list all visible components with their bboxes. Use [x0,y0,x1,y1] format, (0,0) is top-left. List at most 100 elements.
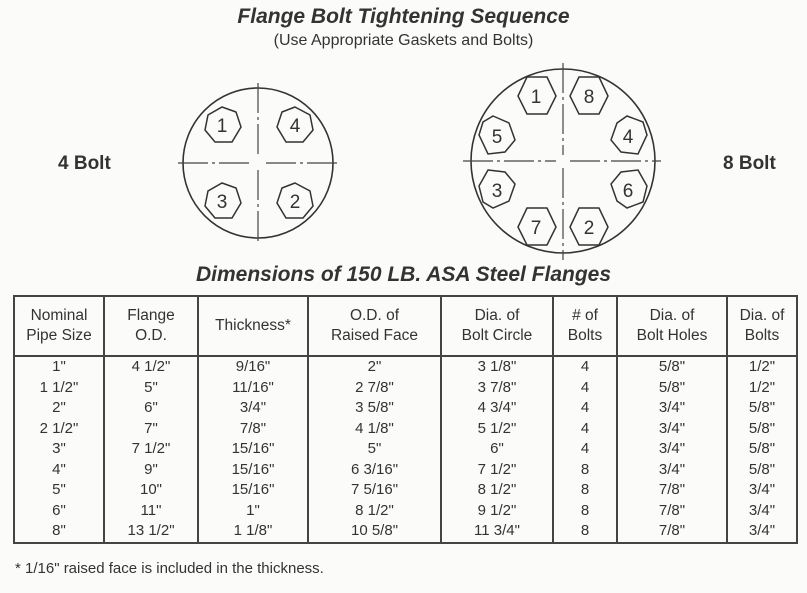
bolt-hex: 3 [204,182,242,219]
table-cell: 3 5/8" [307,398,442,419]
table-cell: 9" [103,459,199,480]
table-cell: 4 [552,398,618,419]
four-bolt-label: 4 Bolt [58,153,111,174]
table-cell: 10" [103,480,199,501]
svg-text:6: 6 [623,181,634,202]
table-cell: 1" [197,500,309,521]
table-cell: 6" [440,439,554,460]
eight-bolt-label: 8 Bolt [723,153,776,174]
table-title: Dimensions of 150 LB. ASA Steel Flanges [195,263,612,286]
svg-text:4: 4 [290,116,301,137]
table-cell: 9/16" [197,356,309,378]
table-cell: 5/8" [616,356,728,378]
svg-text:1: 1 [531,87,542,108]
table-cell: 4 [552,377,618,398]
bolt-hex: 5 [478,115,516,155]
table-cell: 2" [13,398,105,419]
table-cell: 10 5/8" [307,521,442,544]
table-cell: 9 1/2" [440,500,554,521]
table-cell: 5/8" [726,439,798,460]
table-cell: 8 1/2" [307,500,442,521]
table-cell: 15/16" [197,480,309,501]
table-cell: 8" [13,521,105,544]
bolt-hex: 8 [569,76,609,115]
svg-text:2: 2 [584,218,595,239]
table-cell: 4" [13,459,105,480]
table-cell: 3/4" [726,500,798,521]
table-cell: 3/4" [616,398,728,419]
table-cell: 5 1/2" [440,418,554,439]
svg-text:3: 3 [217,192,228,213]
table-cell: 11 3/4" [440,521,554,544]
table-cell: 3/4" [616,418,728,439]
table-cell: 6" [103,398,199,419]
svg-text:2: 2 [290,192,301,213]
table-cell: 5" [307,439,442,460]
table-cell: 7/8" [616,521,728,544]
table-cell: 1 1/2" [13,377,105,398]
bolt-hex: 6 [610,169,648,209]
table-cell: 4 1/2" [103,356,199,378]
table-cell: 7/8" [616,500,728,521]
four-bolt-diagram: 1 4 3 2 [178,83,338,244]
table-cell: 3 7/8" [440,377,554,398]
bolt-hex: 3 [478,169,516,209]
page-subtitle: (Use Appropriate Gaskets and Bolts) [273,32,534,49]
table-cell: 5" [103,377,199,398]
bolt-hex: 1 [517,76,557,115]
bolt-hex: 1 [204,106,242,143]
table-cell: 3/4" [726,480,798,501]
svg-text:8: 8 [584,87,595,108]
table-cell: 3" [13,439,105,460]
table-cell: 7 1/2" [440,459,554,480]
table-cell: 8 1/2" [440,480,554,501]
bolt-hex: 4 [276,106,314,143]
table-cell: 5/8" [726,398,798,419]
svg-text:5: 5 [492,127,503,148]
table-cell: 3/4" [726,521,798,544]
table-cell: 3/4" [616,459,728,480]
table-cell: 1/2" [726,356,798,378]
svg-text:4: 4 [623,127,634,148]
table-cell: 5" [13,480,105,501]
table-cell: 13 1/2" [103,521,199,544]
bolt-hex: 7 [517,207,557,246]
table-cell: 8 [552,480,618,501]
table-cell: 8 [552,521,618,544]
table-cell: 7/8" [197,418,309,439]
table-cell: 8 [552,500,618,521]
svg-text:1: 1 [217,116,228,137]
table-cell: 6" [13,500,105,521]
bolt-hex: 4 [610,115,648,155]
table-cell: 3/4" [197,398,309,419]
table-cell: 1 1/8" [197,521,309,544]
svg-text:7: 7 [531,218,542,239]
table-cell: 11/16" [197,377,309,398]
bolt-hex: 2 [569,207,609,246]
table-cell: 8 [552,459,618,480]
bolt-hex: 2 [276,182,314,219]
table-cell: 15/16" [197,439,309,460]
table-cell: 4 [552,439,618,460]
table-cell: 4 [552,418,618,439]
table-cell: 15/16" [197,459,309,480]
table-cell: 3 1/8" [440,356,554,378]
table-cell: 1" [13,356,105,378]
table-cell: 2" [307,356,442,378]
table-cell: 7" [103,418,199,439]
table-cell: 5/8" [726,459,798,480]
